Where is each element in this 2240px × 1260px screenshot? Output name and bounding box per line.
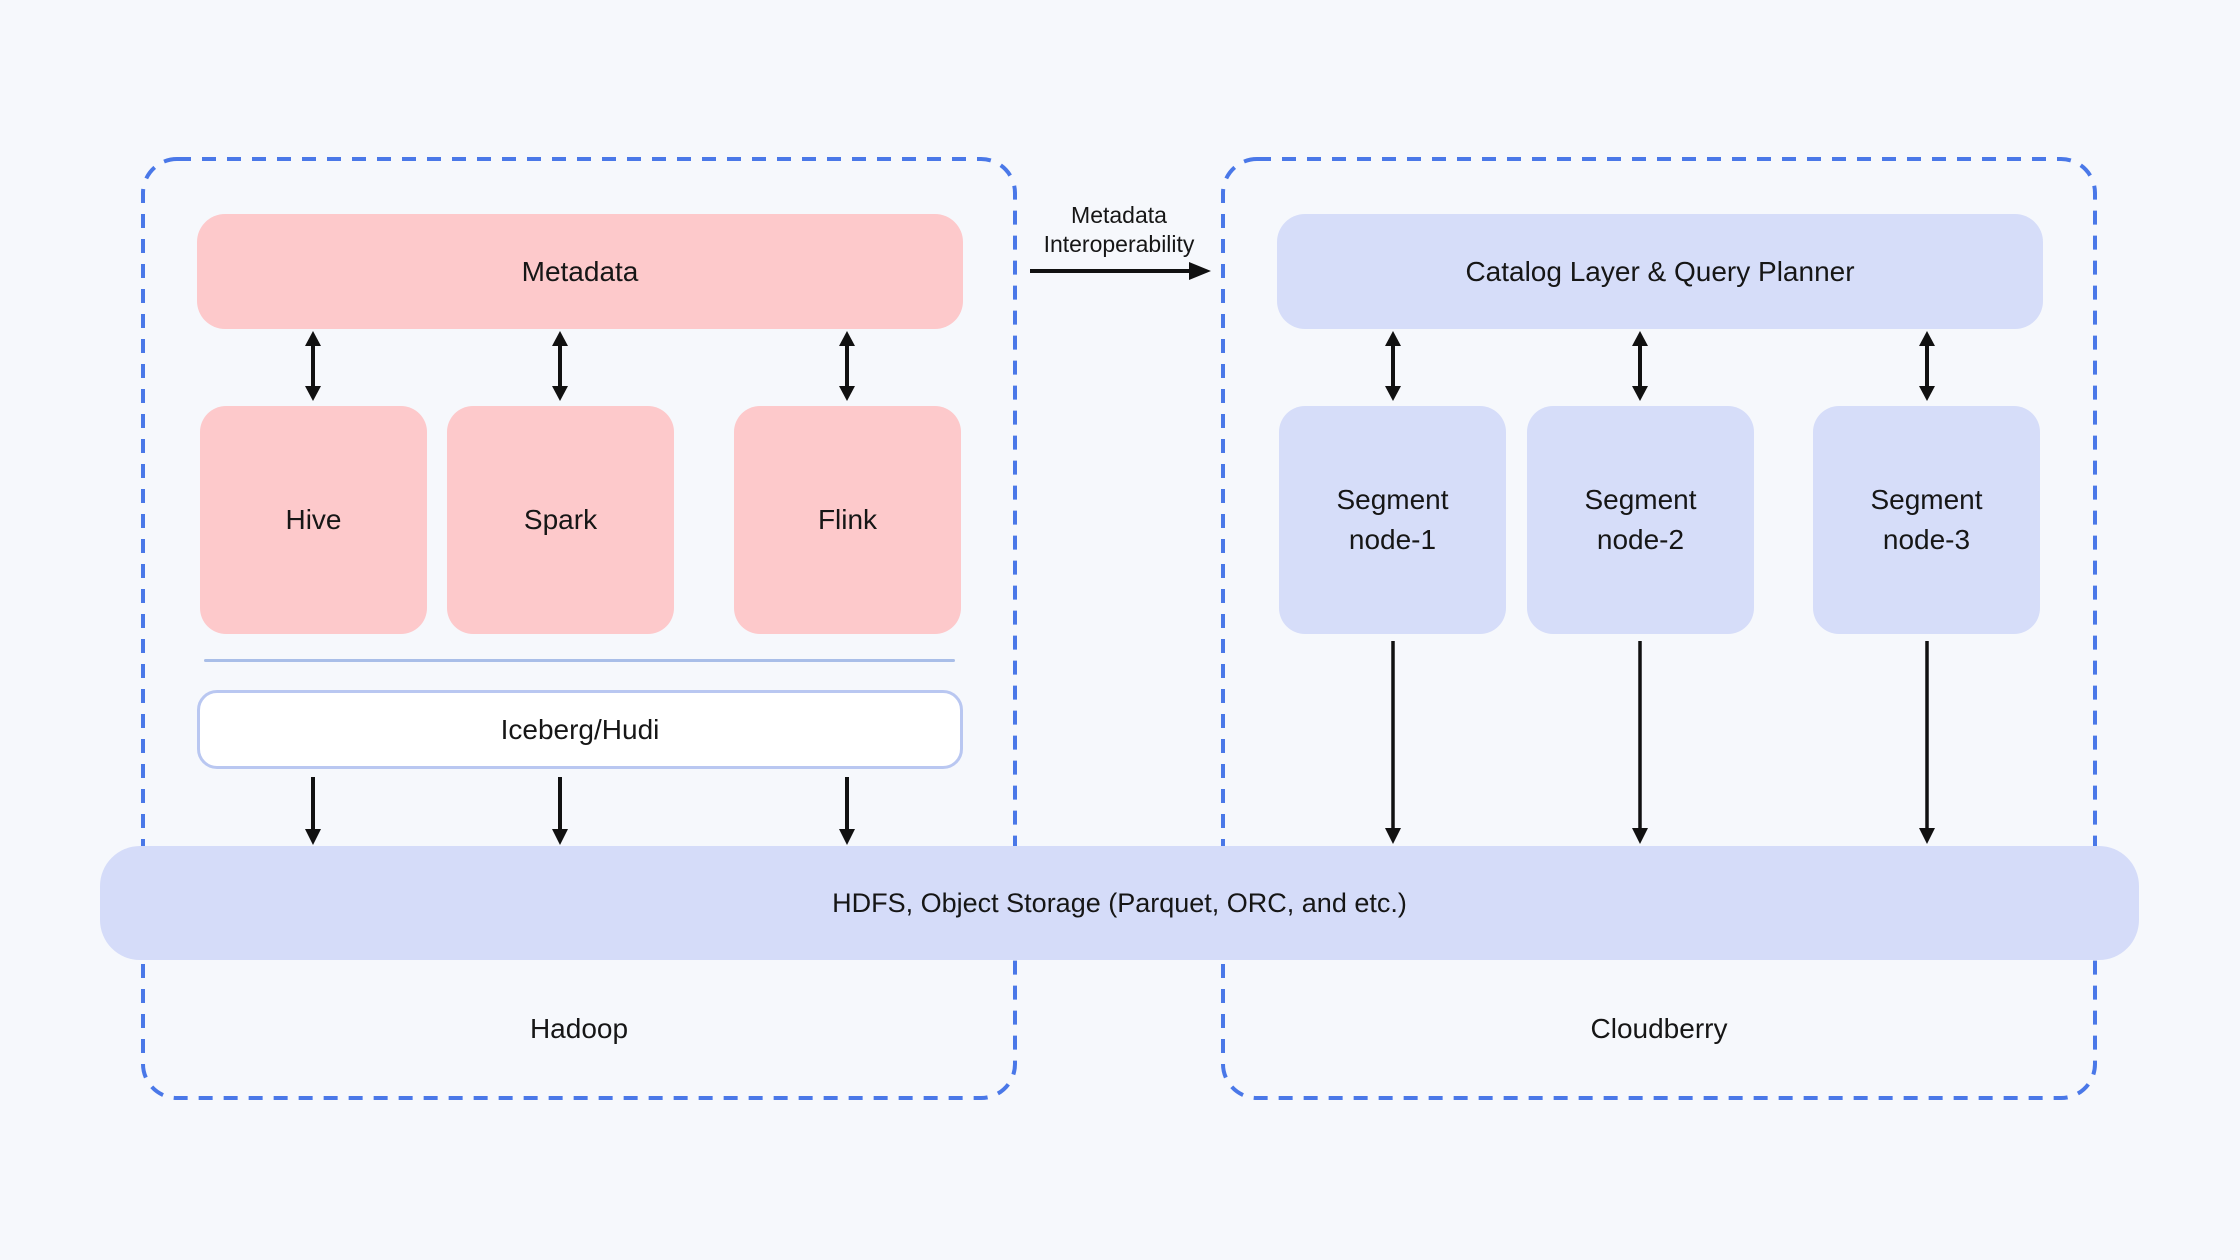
arrow-segment-storage-3 <box>1919 641 1935 844</box>
cloudberry-cluster-dashed-border <box>1221 157 2097 1100</box>
hadoop-cluster-box: Metadata Hive Spark Flink Iceberg/Hudi H… <box>141 157 1017 1100</box>
iceberg-hudi-box: Iceberg/Hudi <box>197 690 963 769</box>
format-divider-line <box>204 659 955 662</box>
interop-label: Metadata Interoperability <box>1043 202 1195 257</box>
segment-node-1-box: Segment node-1 <box>1279 406 1506 634</box>
hive-box: Hive <box>200 406 427 634</box>
catalog-query-planner-label: Catalog Layer & Query Planner <box>1465 255 1855 287</box>
arrow-iceberg-storage-1 <box>305 777 321 845</box>
arrow-catalog-segment-3 <box>1919 331 1935 401</box>
hive-label: Hive <box>285 504 342 535</box>
metadata-box: Metadata <box>197 214 963 329</box>
segment-node-3-box: Segment node-3 <box>1813 406 2040 634</box>
flink-box: Flink <box>734 406 961 634</box>
hadoop-title: Hadoop <box>529 1013 629 1044</box>
arrow-iceberg-storage-2 <box>552 777 568 845</box>
arrow-metadata-flink <box>839 331 855 401</box>
arrow-catalog-segment-2 <box>1632 331 1648 401</box>
arrow-metadata-hive <box>305 331 321 401</box>
segment-node-3-label: Segment node-3 <box>1870 484 1983 555</box>
arrow-segment-storage-1 <box>1385 641 1401 844</box>
storage-bar: HDFS, Object Storage (Parquet, ORC, and … <box>100 846 2139 960</box>
hadoop-cluster-dashed-border <box>141 157 1017 1100</box>
segment-node-2-label: Segment node-2 <box>1584 484 1697 555</box>
arrow-iceberg-storage-3 <box>839 777 855 845</box>
spark-box: Spark <box>447 406 674 634</box>
arrow-metadata-interop <box>1030 262 1211 280</box>
metadata-label: Metadata <box>521 255 639 287</box>
iceberg-hudi-label: Iceberg/Hudi <box>500 713 660 745</box>
cloudberry-cluster-box: Catalog Layer & Query Planner Segment no… <box>1221 157 2097 1100</box>
storage-label: HDFS, Object Storage (Parquet, ORC, and … <box>832 887 1407 918</box>
segment-node-2-box: Segment node-2 <box>1527 406 1754 634</box>
spark-label: Spark <box>523 504 598 535</box>
cloudberry-title: Cloudberry <box>1590 1013 1728 1044</box>
arrow-catalog-segment-1 <box>1385 331 1401 401</box>
catalog-query-planner-box: Catalog Layer & Query Planner <box>1277 214 2043 329</box>
segment-node-1-label: Segment node-1 <box>1336 484 1449 555</box>
arrow-metadata-spark <box>552 331 568 401</box>
arrow-segment-storage-2 <box>1632 641 1648 844</box>
flink-label: Flink <box>817 504 878 535</box>
